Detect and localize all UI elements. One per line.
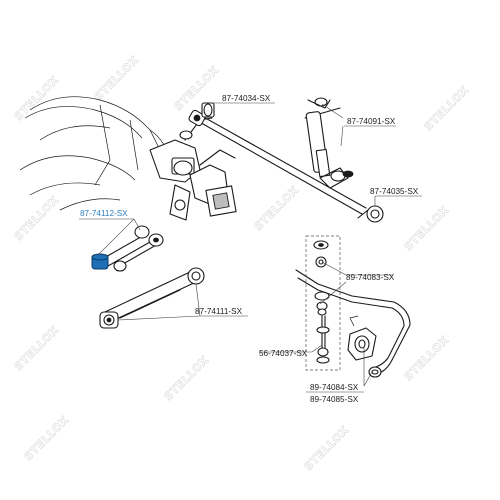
lower-control-arm [99,267,205,329]
watermark-text: STELLOX [402,333,452,383]
stabilizer-bar [295,269,411,378]
callout-label-lower-arm: 87-74111-SX [195,307,243,316]
lateral-rod [188,102,367,215]
watermark-layer: STELLOX STELLOX STELLOX STELLOX STELLOX … [11,53,472,473]
callout-label-stabilizer-bushing-2: 89-74085-SX [310,395,359,404]
watermark-text: STELLOX [92,53,142,103]
watermark-text: STELLOX [302,423,352,473]
stabilizer-link-stack [305,235,341,371]
callout-label-upper-arm: 87-74112-SX [80,209,128,218]
callout-label-stabilizer-link: 56-74037-SX [259,349,308,358]
hub-carrier-assembly [149,117,237,221]
watermark-text: STELLOX [252,183,302,233]
watermark-text: STELLOX [422,83,472,133]
callout-labels: 87-74034-SX 87-74091-SX 87-74035-SX 87-7… [80,94,419,404]
callout-label-lateral-rod: 87-74034-SX [222,94,271,103]
upper-trailing-arm [91,225,164,272]
watermark-text: STELLOX [402,203,452,253]
watermark-text: STELLOX [12,323,62,373]
rod-end-bushing [357,205,384,223]
watermark-text: STELLOX [12,193,62,243]
watermark-text: STELLOX [162,353,212,403]
leader-lines [79,102,422,393]
callout-label-stabilizer-bushing-1: 89-74084-SX [310,383,359,392]
callout-label-shock-absorber: 87-74091-SX [347,117,396,126]
callout-label-rod-bushing: 87-74035-SX [370,187,419,196]
shock-absorber [304,97,354,189]
car-body-outline [19,96,171,211]
watermark-text: STELLOX [22,413,72,463]
callout-label-link-bushing: 89-74083-SX [346,273,395,282]
watermark-text: STELLOX [12,73,62,123]
